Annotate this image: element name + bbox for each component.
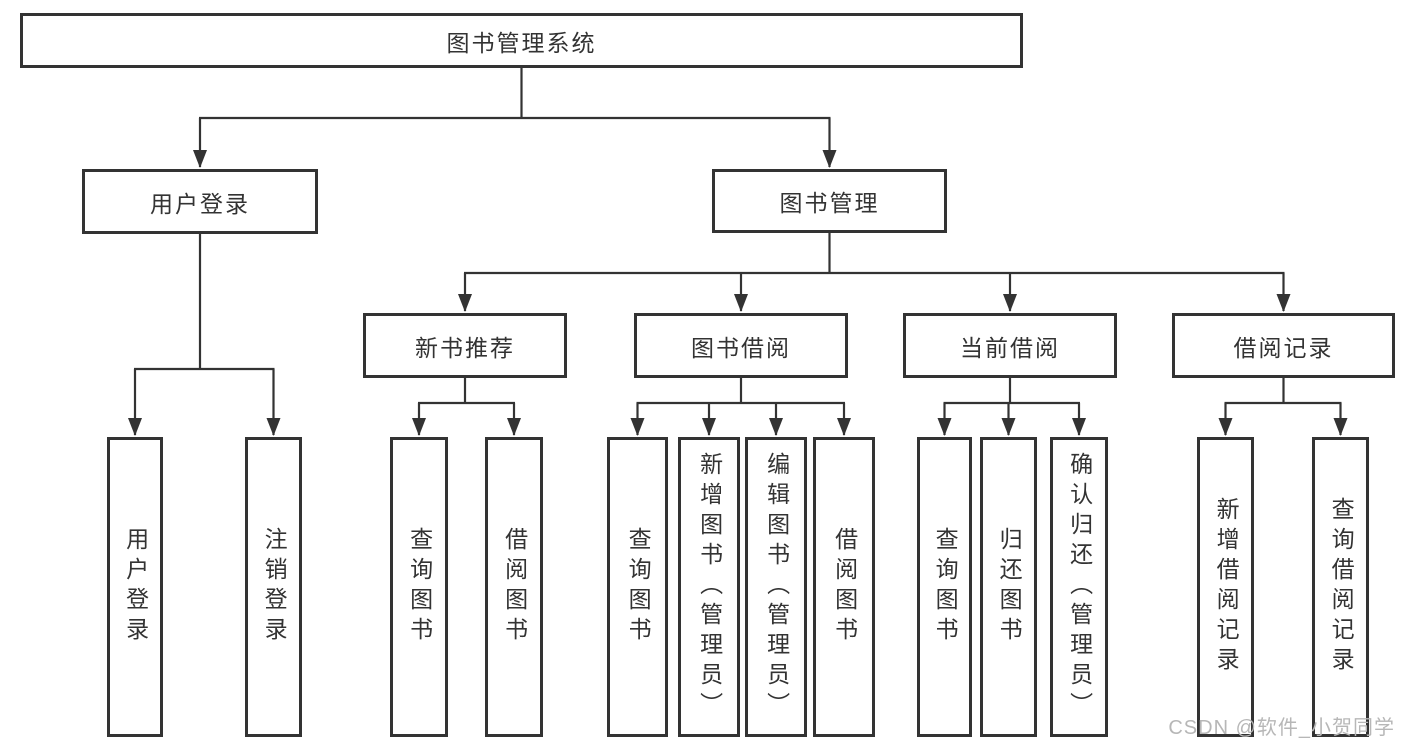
node-root-label: 图书管理系统 <box>446 29 597 56</box>
node-leaf-logout-label: 注销登录 <box>261 527 288 647</box>
node-borrow-record-label: 借阅记录 <box>1233 334 1334 361</box>
node-user-login: 用户登录 <box>82 169 318 234</box>
node-leaf-edit-book-admin: 编辑图书（管理员） <box>745 437 807 737</box>
node-leaf-user-login-label: 用户登录 <box>122 527 149 647</box>
node-leaf-return-book: 归还图书 <box>980 437 1037 737</box>
node-new-book-recommend-label: 新书推荐 <box>415 334 515 361</box>
node-leaf-borrow-book-b: 借阅图书 <box>813 437 875 737</box>
node-new-book-recommend: 新书推荐 <box>363 313 567 378</box>
node-book-management-label: 图书管理 <box>779 190 880 216</box>
node-leaf-confirm-return-admin-label: 确认归还（管理员） <box>1066 452 1093 722</box>
node-leaf-logout: 注销登录 <box>245 437 302 737</box>
node-leaf-query-book-b-label: 查询图书 <box>625 527 652 647</box>
node-current-borrow-label: 当前借阅 <box>960 334 1060 361</box>
node-leaf-query-book-b: 查询图书 <box>607 437 668 737</box>
node-current-borrow: 当前借阅 <box>903 313 1117 378</box>
node-leaf-add-book-admin-label: 新增图书（管理员） <box>696 452 723 722</box>
node-leaf-add-book-admin: 新增图书（管理员） <box>678 437 740 737</box>
csdn-watermark: CSDN @软件_小贺同学 <box>1168 717 1395 739</box>
node-leaf-user-login: 用户登录 <box>107 437 163 737</box>
node-leaf-confirm-return-admin: 确认归还（管理员） <box>1050 437 1108 737</box>
node-book-management: 图书管理 <box>712 169 947 233</box>
node-leaf-return-book-label: 归还图书 <box>996 527 1023 647</box>
node-book-borrow: 图书借阅 <box>634 313 848 378</box>
node-user-login-label: 用户登录 <box>150 190 250 217</box>
node-leaf-query-borrow-record-label: 查询借阅记录 <box>1328 497 1355 677</box>
node-leaf-add-borrow-record: 新增借阅记录 <box>1197 437 1254 737</box>
node-leaf-edit-book-admin-label: 编辑图书（管理员） <box>763 452 790 722</box>
node-leaf-borrow-book-b-label: 借阅图书 <box>831 527 858 647</box>
node-root: 图书管理系统 <box>20 13 1023 68</box>
node-leaf-query-book-c: 查询图书 <box>917 437 972 737</box>
node-leaf-query-book-a: 查询图书 <box>390 437 448 737</box>
node-leaf-add-borrow-record-label: 新增借阅记录 <box>1213 497 1240 677</box>
node-leaf-borrow-book-a: 借阅图书 <box>485 437 543 737</box>
node-leaf-borrow-book-a-label: 借阅图书 <box>501 527 528 647</box>
node-book-borrow-label: 图书借阅 <box>691 334 791 361</box>
node-leaf-query-book-a-label: 查询图书 <box>406 527 433 647</box>
node-leaf-query-book-c-label: 查询图书 <box>932 527 959 647</box>
node-leaf-query-borrow-record: 查询借阅记录 <box>1312 437 1369 737</box>
node-borrow-record: 借阅记录 <box>1172 313 1395 378</box>
